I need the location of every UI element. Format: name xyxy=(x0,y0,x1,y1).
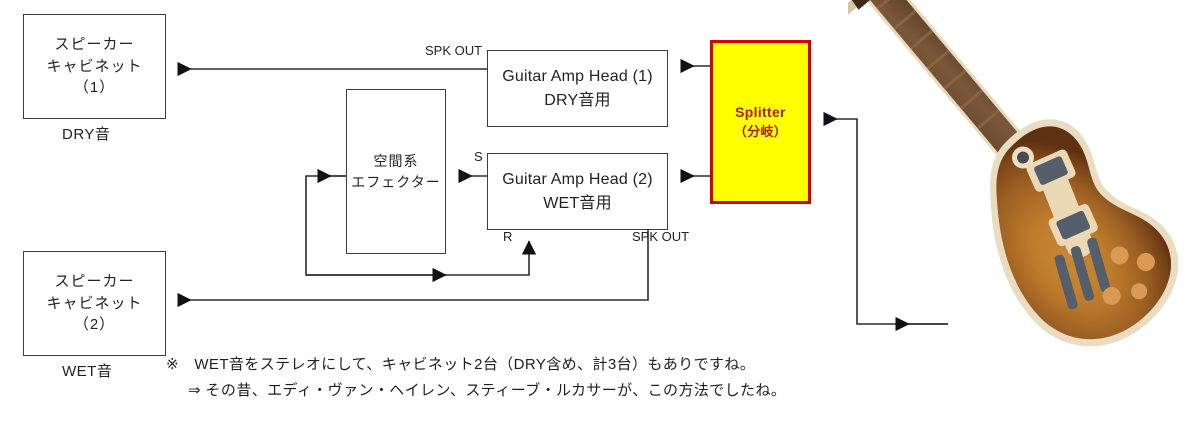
amp-head-1-line2: DRY音用 xyxy=(544,91,611,109)
splitter-box[interactable]: Splitter （分岐） xyxy=(710,40,811,204)
footnote-line-2: ⇒ その昔、エディ・ヴァン・ヘイレン、スティーブ・ルカサーが、この方法でしたね。 xyxy=(188,382,787,400)
speaker-cabinet-1-caption: DRY音 xyxy=(62,126,111,143)
footnote-block: ※ WET音をステレオにして、キャビネット2台（DRY含め、計3台）もありですね… xyxy=(166,352,786,405)
speaker-cabinet-1-line2: キャビネット xyxy=(46,57,143,75)
guitar-control-knobs xyxy=(1102,246,1155,305)
amp-head-2-line1: Guitar Amp Head (2) xyxy=(502,171,653,189)
speaker-cabinet-1-box[interactable]: スピーカー キャビネット （1） xyxy=(23,14,166,119)
speaker-cabinet-1-line3: （1） xyxy=(73,79,116,97)
label-spk-out-amp2: SPK OUT xyxy=(632,229,690,244)
guitar-amp-head-1-box[interactable]: Guitar Amp Head (1) DRY音用 xyxy=(487,50,668,127)
guitar-pickups xyxy=(1026,149,1098,247)
speaker-cabinet-2-line1: スピーカー xyxy=(54,272,135,290)
electric-guitar-illustration xyxy=(848,0,1179,347)
speaker-cabinet-2-line3: （2） xyxy=(73,316,116,334)
speaker-cabinet-1-line1: スピーカー xyxy=(54,35,135,53)
label-send: S xyxy=(474,149,483,164)
speaker-cabinet-2-box[interactable]: スピーカー キャビネット （2） xyxy=(23,251,166,356)
amp-head-2-line2: WET音用 xyxy=(543,194,612,212)
footnote-line-1: ※ WET音をステレオにして、キャビネット2台（DRY含め、計3台）もありですね… xyxy=(166,356,756,373)
guitar-tuning-pegs xyxy=(848,0,858,18)
speaker-cabinet-2-caption: WET音 xyxy=(62,363,113,380)
splitter-line2: （分岐） xyxy=(733,123,788,139)
label-spk-out-amp1: SPK OUT xyxy=(425,43,483,58)
guitar-toggle-switch xyxy=(1012,146,1035,169)
label-return: R xyxy=(503,229,513,244)
guitar-bridge-bars xyxy=(1054,237,1111,310)
guitar-amp-head-2-box[interactable]: Guitar Amp Head (2) WET音用 xyxy=(487,153,668,230)
effector-line2: エフェクター xyxy=(351,173,441,190)
amp-head-1-line1: Guitar Amp Head (1) xyxy=(502,68,653,86)
speaker-cabinet-2-line2: キャビネット xyxy=(46,294,143,312)
splitter-line1: Splitter xyxy=(735,104,786,121)
guitar-frets xyxy=(876,0,1001,130)
effector-line1: 空間系 xyxy=(373,153,419,170)
effector-box[interactable]: 空間系 エフェクター xyxy=(346,89,446,254)
